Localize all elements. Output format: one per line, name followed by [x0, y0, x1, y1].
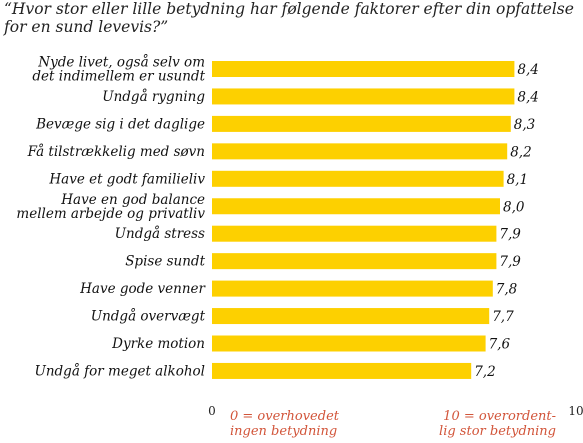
- bar: [212, 88, 515, 105]
- category-label: Have et godt familieliv: [48, 171, 205, 187]
- category-label: Nyde livet, også selv om: [37, 55, 205, 71]
- category-label: Bevæge sig i det daglige: [35, 116, 205, 132]
- value-label: 8,1: [507, 172, 528, 188]
- category-label: Få tilstrækkelig med søvn: [27, 144, 205, 160]
- chart-title: “Hvor stor eller lille betydning har føl…: [4, 0, 574, 36]
- value-label: 8,4: [517, 89, 538, 105]
- bars-layer: [212, 61, 515, 379]
- bar: [212, 362, 472, 379]
- category-label: Undgå rygning: [102, 89, 205, 105]
- bar: [212, 143, 508, 160]
- x-axis: 0 10: [208, 404, 583, 418]
- x-tick-label-max: 10: [568, 404, 583, 418]
- bar: [212, 115, 511, 132]
- category-label: det indimellem er usundt: [32, 69, 205, 85]
- value-label: 7,9: [499, 227, 521, 243]
- bar: [212, 308, 490, 325]
- x-tick-label-min: 0: [208, 404, 216, 418]
- category-label: Have en god balance: [60, 192, 205, 208]
- bar: [212, 335, 486, 352]
- scale-note-low-line-2: ingen betydning: [230, 424, 337, 439]
- scale-notes: 0 = overhovedet ingen betydning 10 = ove…: [230, 409, 556, 439]
- bar: [212, 225, 497, 242]
- value-label: 7,6: [489, 337, 511, 353]
- category-label: Undgå for meget alkohol: [34, 363, 205, 379]
- value-labels-layer: 8,4 8,4 8,3 8,2 8,1 8,0 7,9 7,9 7,8 7,7 7,6 7,2: [474, 62, 539, 380]
- category-label: Spise sundt: [125, 254, 205, 270]
- value-label: 7,8: [496, 282, 518, 298]
- category-label: Undgå stress: [115, 226, 205, 242]
- category-label: Have gode venner: [79, 281, 206, 297]
- value-label: 8,4: [517, 62, 538, 78]
- value-label: 7,7: [492, 309, 514, 325]
- value-label: 7,9: [499, 254, 521, 270]
- bar: [212, 253, 497, 270]
- value-label: 8,3: [514, 117, 535, 133]
- bar: [212, 198, 500, 215]
- scale-note-high-line-1: 10 = overordent-: [443, 409, 556, 424]
- bar: [212, 61, 515, 77]
- scale-note-low-line-1: 0 = overhovedet: [230, 409, 340, 424]
- category-label: Dyrke motion: [111, 336, 205, 352]
- value-label: 8,2: [510, 144, 531, 160]
- bar: [212, 170, 504, 187]
- category-label: mellem arbejde og privatliv: [16, 206, 205, 222]
- value-label: 8,0: [503, 199, 525, 215]
- bar: [212, 280, 493, 297]
- value-label: 7,2: [474, 364, 495, 380]
- category-label: Undgå overvægt: [91, 309, 206, 325]
- scale-note-high-line-2: lig stor betydning: [439, 424, 556, 439]
